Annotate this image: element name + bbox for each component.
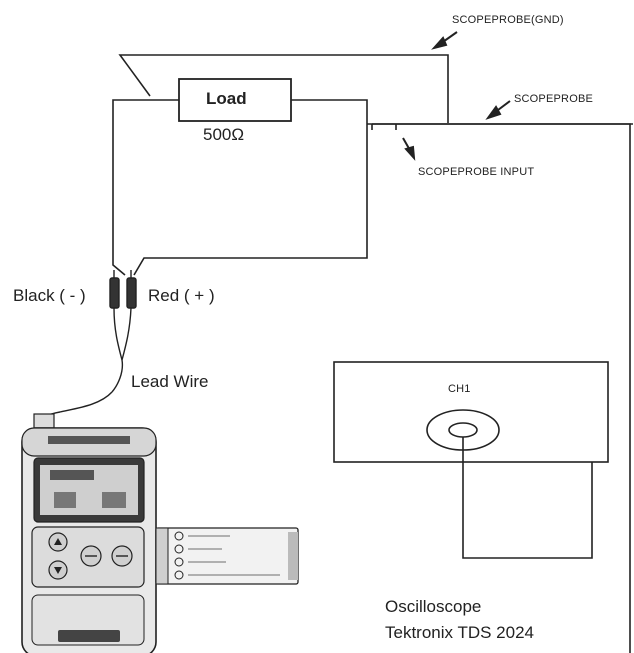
black-lead-label: Black ( - ): [13, 286, 86, 305]
oscilloscope-name-label: Oscilloscope: [385, 597, 482, 616]
arrow-probe-gnd: [431, 31, 458, 50]
oscilloscope-screen: [333, 361, 609, 463]
oscilloscope-model-label: Tektronix TDS 2024: [385, 623, 534, 642]
resistance-label: 500Ω: [203, 125, 245, 144]
lead-connectors: [109, 270, 137, 309]
tens-device: [21, 413, 299, 653]
probe-input-label: SCOPEPROBE INPUT: [418, 166, 535, 178]
oscilloscope-outline: [371, 123, 631, 653]
probe-label: SCOPEPROBE: [514, 93, 594, 105]
arrow-probe-input: [402, 137, 416, 161]
lead-wire: [39, 307, 132, 429]
ch1-connector: [426, 409, 593, 559]
probe-ground-wire: [118, 54, 449, 123]
load-label: Load: [206, 89, 247, 108]
probe-gnd-label: SCOPEPROBE(GND): [452, 14, 564, 26]
red-lead-label: Red ( + ): [148, 286, 215, 305]
circuit-wires: [112, 99, 633, 276]
ch1-label: CH1: [448, 383, 471, 395]
arrow-probe: [485, 100, 511, 120]
lead-wire-label: Lead Wire: [131, 372, 209, 391]
